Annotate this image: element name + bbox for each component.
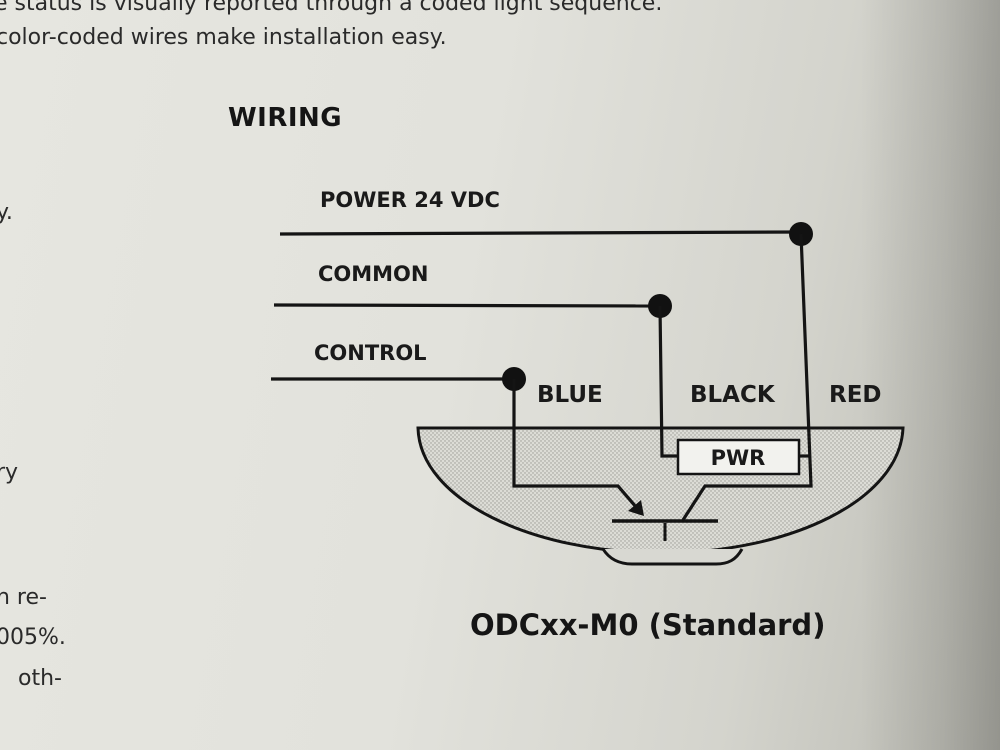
body-text-fragment-4: 005%. <box>0 625 66 650</box>
body-text-line-1: e status is visually reported through a … <box>0 0 663 16</box>
common-line <box>273 303 661 308</box>
power-label: POWER 24 VDC <box>320 188 500 212</box>
diagram-caption: ODCxx-M0 (Standard) <box>470 608 826 642</box>
black-wire <box>658 305 678 458</box>
transistor-arrow <box>628 500 644 516</box>
blue-wire-label: BLUE <box>537 382 603 408</box>
common-label: COMMON <box>318 262 429 286</box>
body-text-fragment-1: y. <box>0 200 13 225</box>
wiring-heading: WIRING <box>228 103 343 133</box>
sensor-lens <box>601 548 744 566</box>
pwr-box <box>676 438 801 476</box>
body-text-fragment-3: h re- <box>0 585 47 610</box>
red-wire-label: RED <box>829 382 882 408</box>
body-text-line-2: color-coded wires make installation easy… <box>0 25 447 50</box>
black-wire-label: BLACK <box>690 382 776 408</box>
pwr-label: PWR <box>711 446 766 470</box>
body-text-fragment-5: oth- <box>18 666 62 691</box>
blue-wire <box>512 379 644 516</box>
control-label: CONTROL <box>314 341 427 365</box>
red-wire <box>681 233 813 521</box>
power-line <box>279 230 802 236</box>
body-text-fragment-2: ry <box>0 460 19 485</box>
